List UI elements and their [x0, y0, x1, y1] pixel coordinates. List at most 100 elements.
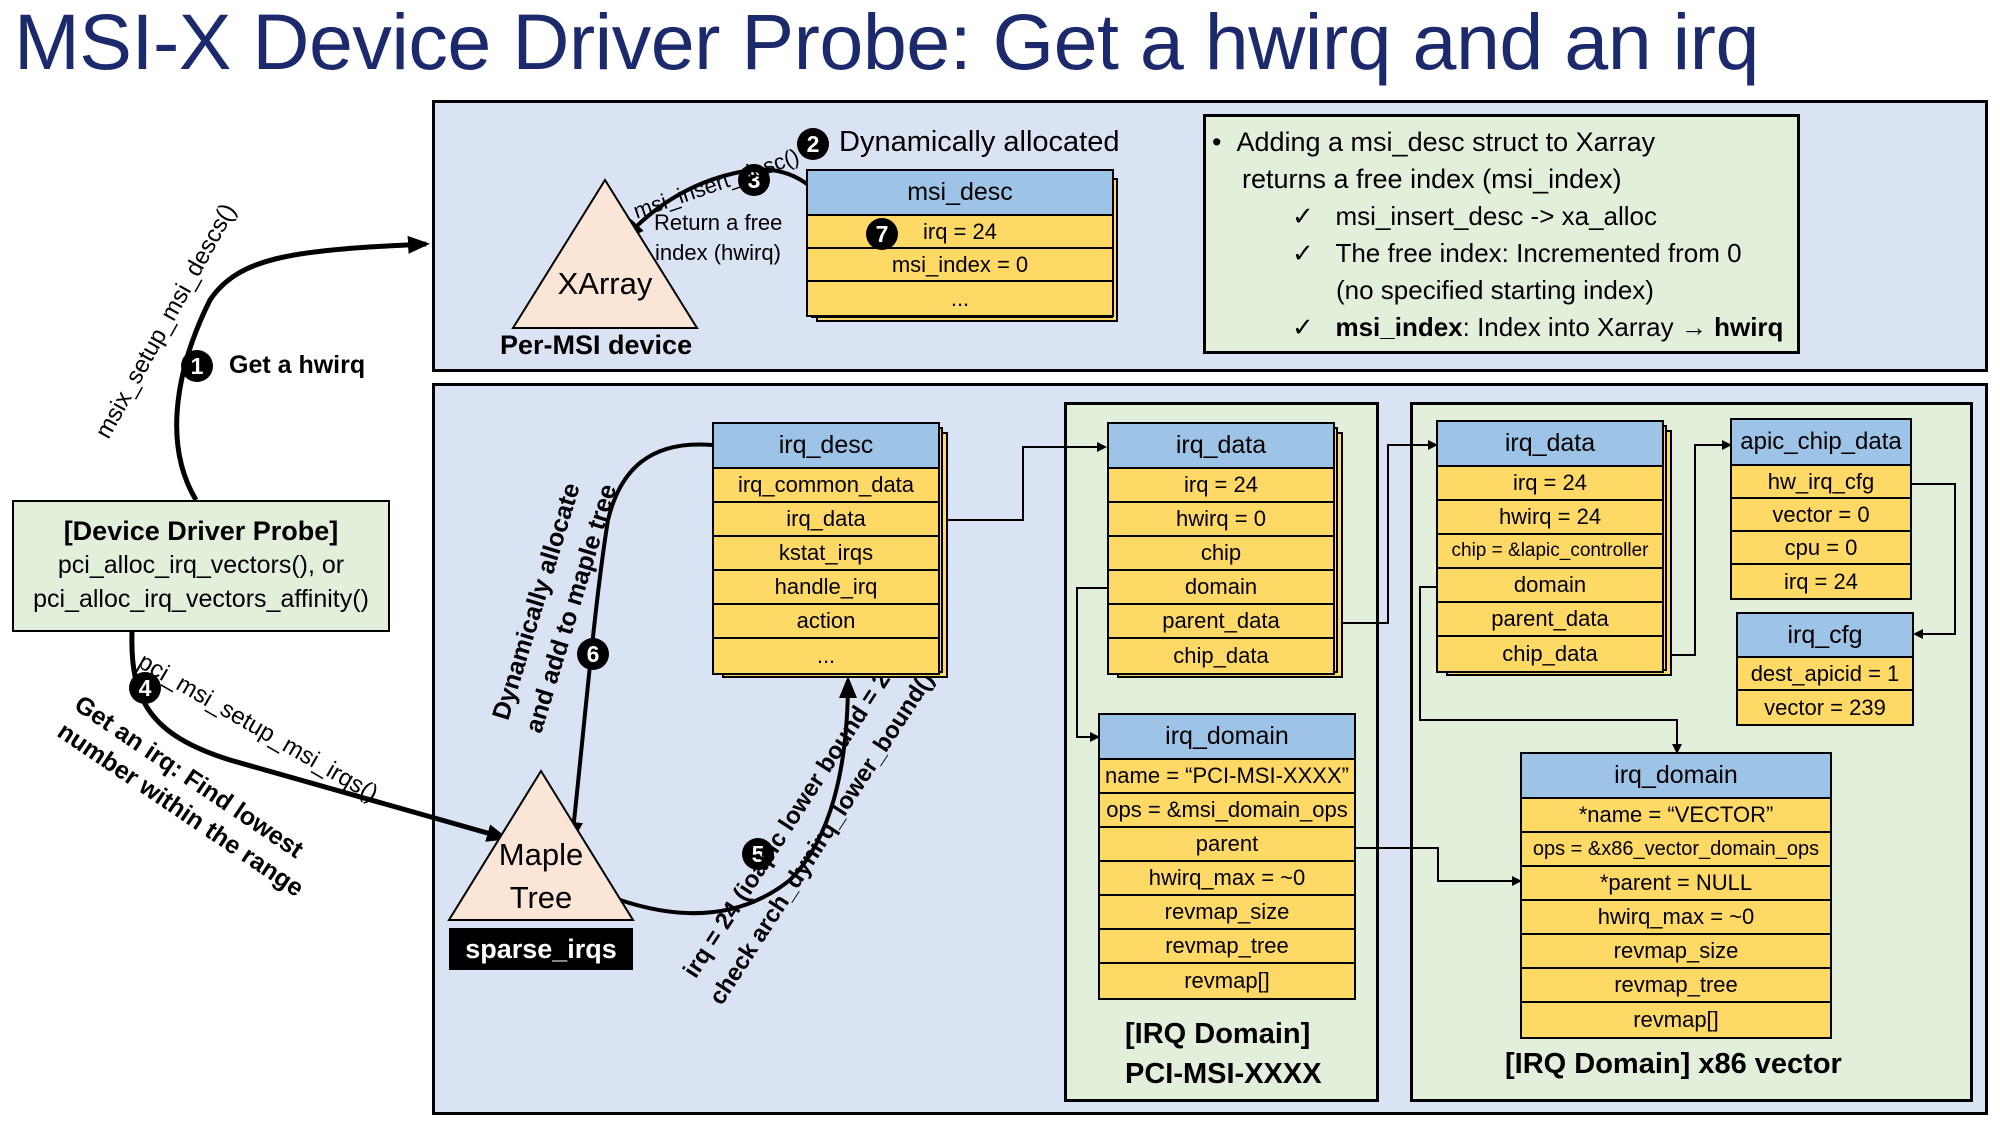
notes-text: • Adding a msi_desc struct to Xarray ret…	[1212, 124, 1783, 346]
step-4-badge: 4	[129, 672, 161, 704]
irq-domain2-row: ops = &x86_vector_domain_ops	[1522, 833, 1830, 867]
arrow-step1	[174, 235, 430, 502]
check-icon: ✓	[1292, 312, 1314, 342]
irq-data2-row: chip = &lapic_controller	[1438, 535, 1662, 569]
step-3-return-2: index (hwirq)	[655, 240, 781, 265]
device-driver-probe-box: [Device Driver Probe] pci_alloc_irq_vect…	[12, 500, 390, 632]
maple-tree-triangle	[447, 769, 635, 921]
link-domain1	[1076, 587, 1107, 742]
apic-chip-data-header: apic_chip_data	[1732, 420, 1910, 466]
check-icon: ✓	[1292, 201, 1314, 231]
note-bullet-1: • Adding a msi_desc struct to Xarray	[1212, 124, 1783, 161]
irq-domain2-row: revmap_size	[1522, 935, 1830, 969]
bullet-dot: •	[1212, 127, 1222, 157]
arrow-step6	[564, 442, 713, 844]
irq-domain1-row: revmap_tree	[1100, 930, 1354, 964]
probe-line-1: pci_alloc_irq_vectors(), or	[57, 551, 345, 579]
note-bold: msi_index	[1335, 312, 1463, 342]
irq-domain1-frame: irq_domain name = “PCI-MSI-XXXX” ops = &…	[1098, 713, 1356, 1000]
irq-domain1-row: revmap_size	[1100, 896, 1354, 930]
apic-chip-data-row: irq = 24	[1732, 565, 1910, 598]
irq-desc-row: ...	[714, 639, 938, 673]
probe-line-2: pci_alloc_irq_vectors_affinity()	[33, 585, 369, 613]
note-line: (no specified starting index)	[1336, 275, 1654, 305]
irq-cfg-row: vector = 239	[1738, 691, 1912, 724]
note-bold: hwirq	[1714, 312, 1784, 342]
step-3-badge: 3	[738, 164, 770, 196]
irq-data1-row: hwirq = 0	[1109, 503, 1333, 537]
irq-data1-row: chip	[1109, 537, 1333, 571]
irq-domain1-row: revmap[]	[1100, 964, 1354, 998]
step-1-badge: 1	[181, 350, 213, 382]
irq-desc-header: irq_desc	[714, 424, 938, 469]
link-domain2	[1419, 586, 1682, 754]
apic-chip-data-frame: apic_chip_data hw_irq_cfg vector = 0 cpu…	[1730, 418, 1912, 600]
irq-domain1-row: name = “PCI-MSI-XXXX”	[1100, 760, 1354, 794]
note-check-2: ✓ The free index: Incremented from 0	[1212, 235, 1783, 272]
step-2-label: Dynamically allocated	[839, 126, 1120, 158]
irq-desc-row: irq_common_data	[714, 469, 938, 503]
step-6-badge: 6	[577, 638, 609, 670]
domain2-caption: [IRQ Domain] x86 vector	[1505, 1048, 1842, 1080]
irq-data2-row: parent_data	[1438, 603, 1662, 637]
irq-desc-row: handle_irq	[714, 571, 938, 605]
irq-data1-header: irq_data	[1109, 424, 1333, 469]
maple-label-2: Tree	[509, 880, 573, 915]
xarray-triangle	[511, 178, 699, 329]
irq-cfg-row: dest_apicid = 1	[1738, 658, 1912, 691]
apic-chip-data-row: hw_irq_cfg	[1732, 466, 1910, 499]
irq-cfg-header: irq_cfg	[1738, 614, 1912, 658]
irq-domain2-header: irq_domain	[1522, 754, 1830, 799]
msi-desc-row: irq = 24	[808, 216, 1112, 249]
irq-domain2-row: hwirq_max = ~0	[1522, 901, 1830, 935]
step-5-badge: 5	[742, 838, 774, 870]
note-check-3: ✓ msi_index: Index into Xarray → hwirq	[1212, 309, 1783, 346]
irq-domain2-frame: irq_domain *name = “VECTOR” ops = &x86_v…	[1520, 752, 1832, 1039]
irq-data1-row: chip_data	[1109, 639, 1333, 673]
note-line: msi_insert_desc -> xa_alloc	[1335, 201, 1658, 231]
apic-chip-data-row: vector = 0	[1732, 499, 1910, 532]
irq-domain1-header: irq_domain	[1100, 715, 1354, 760]
step-2-badge: 2	[797, 128, 829, 160]
irq-data1-frame: irq_data irq = 24 hwirq = 0 chip domain …	[1107, 422, 1335, 675]
irq-data2-row: chip_data	[1438, 637, 1662, 671]
link-desc-to-data1	[945, 442, 1107, 521]
msi-desc-frame: msi_desc irq = 24 msi_index = 0 ...	[806, 169, 1114, 317]
xarray-caption: Per-MSI device	[500, 330, 693, 360]
msi-desc-row: msi_index = 0	[808, 249, 1112, 282]
irq-domain2-row: *parent = NULL	[1522, 867, 1830, 901]
step-1-label: Get a hwirq	[229, 351, 366, 379]
xarray-label: XArray	[557, 266, 653, 301]
note-line: : Index into Xarray →	[1462, 312, 1715, 342]
irq-domain2-row: *name = “VECTOR”	[1522, 799, 1830, 833]
msi-desc-row: ...	[808, 282, 1112, 315]
note-check-2-cont: (no specified starting index)	[1212, 272, 1783, 309]
link-parent-domain1	[1355, 847, 1522, 886]
msi-desc-header: msi_desc	[808, 171, 1112, 216]
sparse-irqs-label: sparse_irqs	[449, 928, 633, 970]
irq-data1-row: domain	[1109, 571, 1333, 605]
apic-chip-data-row: cpu = 0	[1732, 532, 1910, 565]
notes-box	[1203, 114, 1800, 354]
probe-title: [Device Driver Probe]	[63, 516, 339, 546]
irq-desc-row: irq_data	[714, 503, 938, 537]
irq-domain2-row: revmap_tree	[1522, 969, 1830, 1003]
note-line: The free index: Incremented from 0	[1335, 238, 1742, 268]
note-line: Adding a msi_desc struct to Xarray	[1236, 127, 1656, 157]
irq-domain1-row: parent	[1100, 828, 1354, 862]
irq-domain1-row: ops = &msi_domain_ops	[1100, 794, 1354, 828]
irq-data2-header: irq_data	[1438, 422, 1662, 467]
irq-desc-frame: irq_desc irq_common_data irq_data kstat_…	[712, 422, 940, 675]
irq-cfg-frame: irq_cfg dest_apicid = 1 vector = 239	[1736, 612, 1914, 726]
irq-data2-row: domain	[1438, 569, 1662, 603]
irq-desc-row: kstat_irqs	[714, 537, 938, 571]
irq-desc-row: action	[714, 605, 938, 639]
irq-data1-row: irq = 24	[1109, 469, 1333, 503]
check-icon: ✓	[1292, 238, 1314, 268]
page-title: MSI-X Device Driver Probe: Get a hwirq a…	[14, 0, 1759, 86]
irq-data2-row: hwirq = 24	[1438, 501, 1662, 535]
link-hw-irq-cfg	[1910, 483, 1956, 639]
irq-data2-frame: irq_data irq = 24 hwirq = 24 chip = &lap…	[1436, 420, 1664, 673]
note-check-1: ✓ msi_insert_desc -> xa_alloc	[1212, 198, 1783, 235]
